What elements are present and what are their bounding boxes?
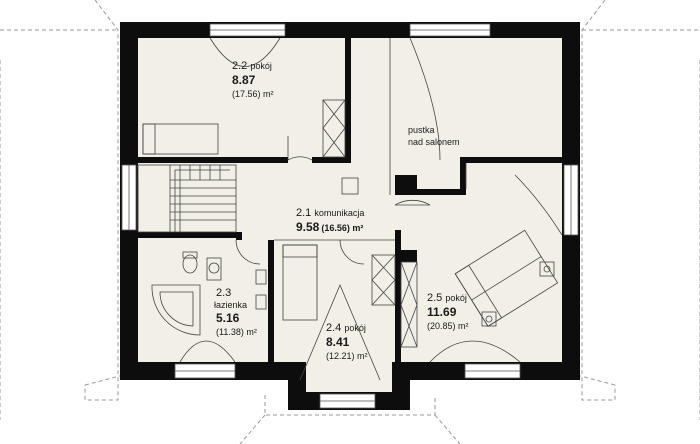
svg-text:2.2 pokój: 2.2 pokój — [232, 60, 272, 72]
svg-text:(11.38) m²: (11.38) m² — [216, 327, 257, 337]
windows — [121, 23, 579, 409]
svg-text:9.58(16.56) m²: 9.58(16.56) m² — [296, 220, 363, 234]
svg-text:5.16: 5.16 — [216, 311, 240, 325]
room-label-2-4: 2.4 pokój 8.41 (12.21) m² — [326, 322, 368, 361]
svg-text:(12.21) m²: (12.21) m² — [326, 351, 368, 361]
svg-text:(17.56) m²: (17.56) m² — [232, 89, 274, 99]
room-label-2-2: 2.2 pokój 8.87 (17.56) m² — [232, 60, 274, 99]
svg-text:2.3: 2.3 — [216, 287, 231, 299]
room-label-2-1: 2.1 komunikacja 9.58(16.56) m² — [296, 207, 364, 234]
svg-text:8.41: 8.41 — [326, 335, 350, 349]
svg-text:nad salonem: nad salonem — [408, 137, 460, 147]
svg-text:2.4 pokój: 2.4 pokój — [326, 322, 366, 334]
svg-text:łazienka: łazienka — [214, 300, 247, 310]
svg-text:8.87: 8.87 — [232, 73, 256, 87]
room-label-pustka: pustka nad salonem — [408, 125, 460, 147]
floor-area — [125, 28, 575, 408]
thin-lines — [137, 37, 563, 381]
svg-text:2.5 pokój: 2.5 pokój — [427, 292, 467, 304]
svg-text:(20.85) m²: (20.85) m² — [427, 321, 469, 331]
svg-text:11.69: 11.69 — [427, 305, 457, 319]
interior-walls — [138, 38, 562, 364]
room-label-2-3: 2.3 łazienka 5.16 (11.38) m² — [214, 287, 257, 337]
svg-text:2.1 komunikacja: 2.1 komunikacja — [296, 207, 364, 219]
room-label-2-5: 2.5 pokój 11.69 (20.85) m² — [427, 292, 469, 331]
svg-text:pustka: pustka — [408, 125, 435, 135]
